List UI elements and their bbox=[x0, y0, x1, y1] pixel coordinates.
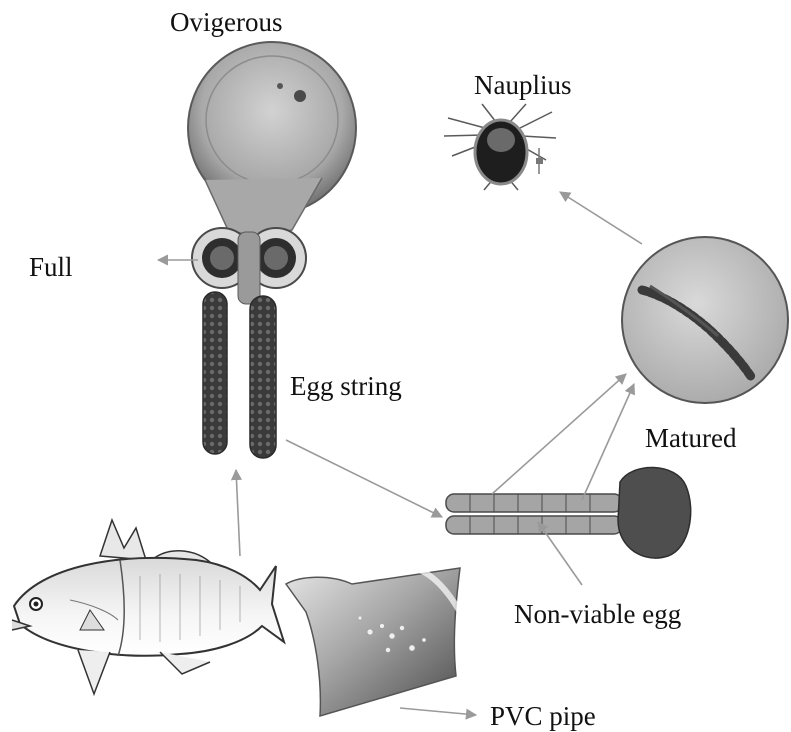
label-matured: Matured bbox=[645, 425, 736, 452]
nauplius-illustration bbox=[444, 104, 556, 190]
label-full: Full bbox=[29, 254, 73, 281]
matured-egg-string-inset bbox=[622, 237, 788, 403]
label-nauplius: Nauplius bbox=[474, 72, 572, 99]
arrow-to-pvc-pipe bbox=[400, 708, 476, 715]
label-egg-string: Egg string bbox=[290, 373, 402, 400]
arrow-egg-string-to-inset-1 bbox=[492, 374, 626, 494]
arrow-ovigerous-to-egg-strings bbox=[286, 440, 442, 517]
label-ovigerous: Ovigerous bbox=[170, 9, 282, 36]
host-fish-illustration bbox=[12, 520, 284, 694]
egg-strings-illustration bbox=[446, 467, 691, 558]
label-non-viable-egg: Non-viable egg bbox=[514, 601, 681, 628]
arrow-inset-to-nauplius bbox=[560, 192, 642, 244]
pvc-pipe-illustration bbox=[286, 568, 460, 716]
label-pvc-pipe: PVC pipe bbox=[490, 703, 596, 730]
arrow-fish-to-ovigerous bbox=[236, 470, 240, 556]
